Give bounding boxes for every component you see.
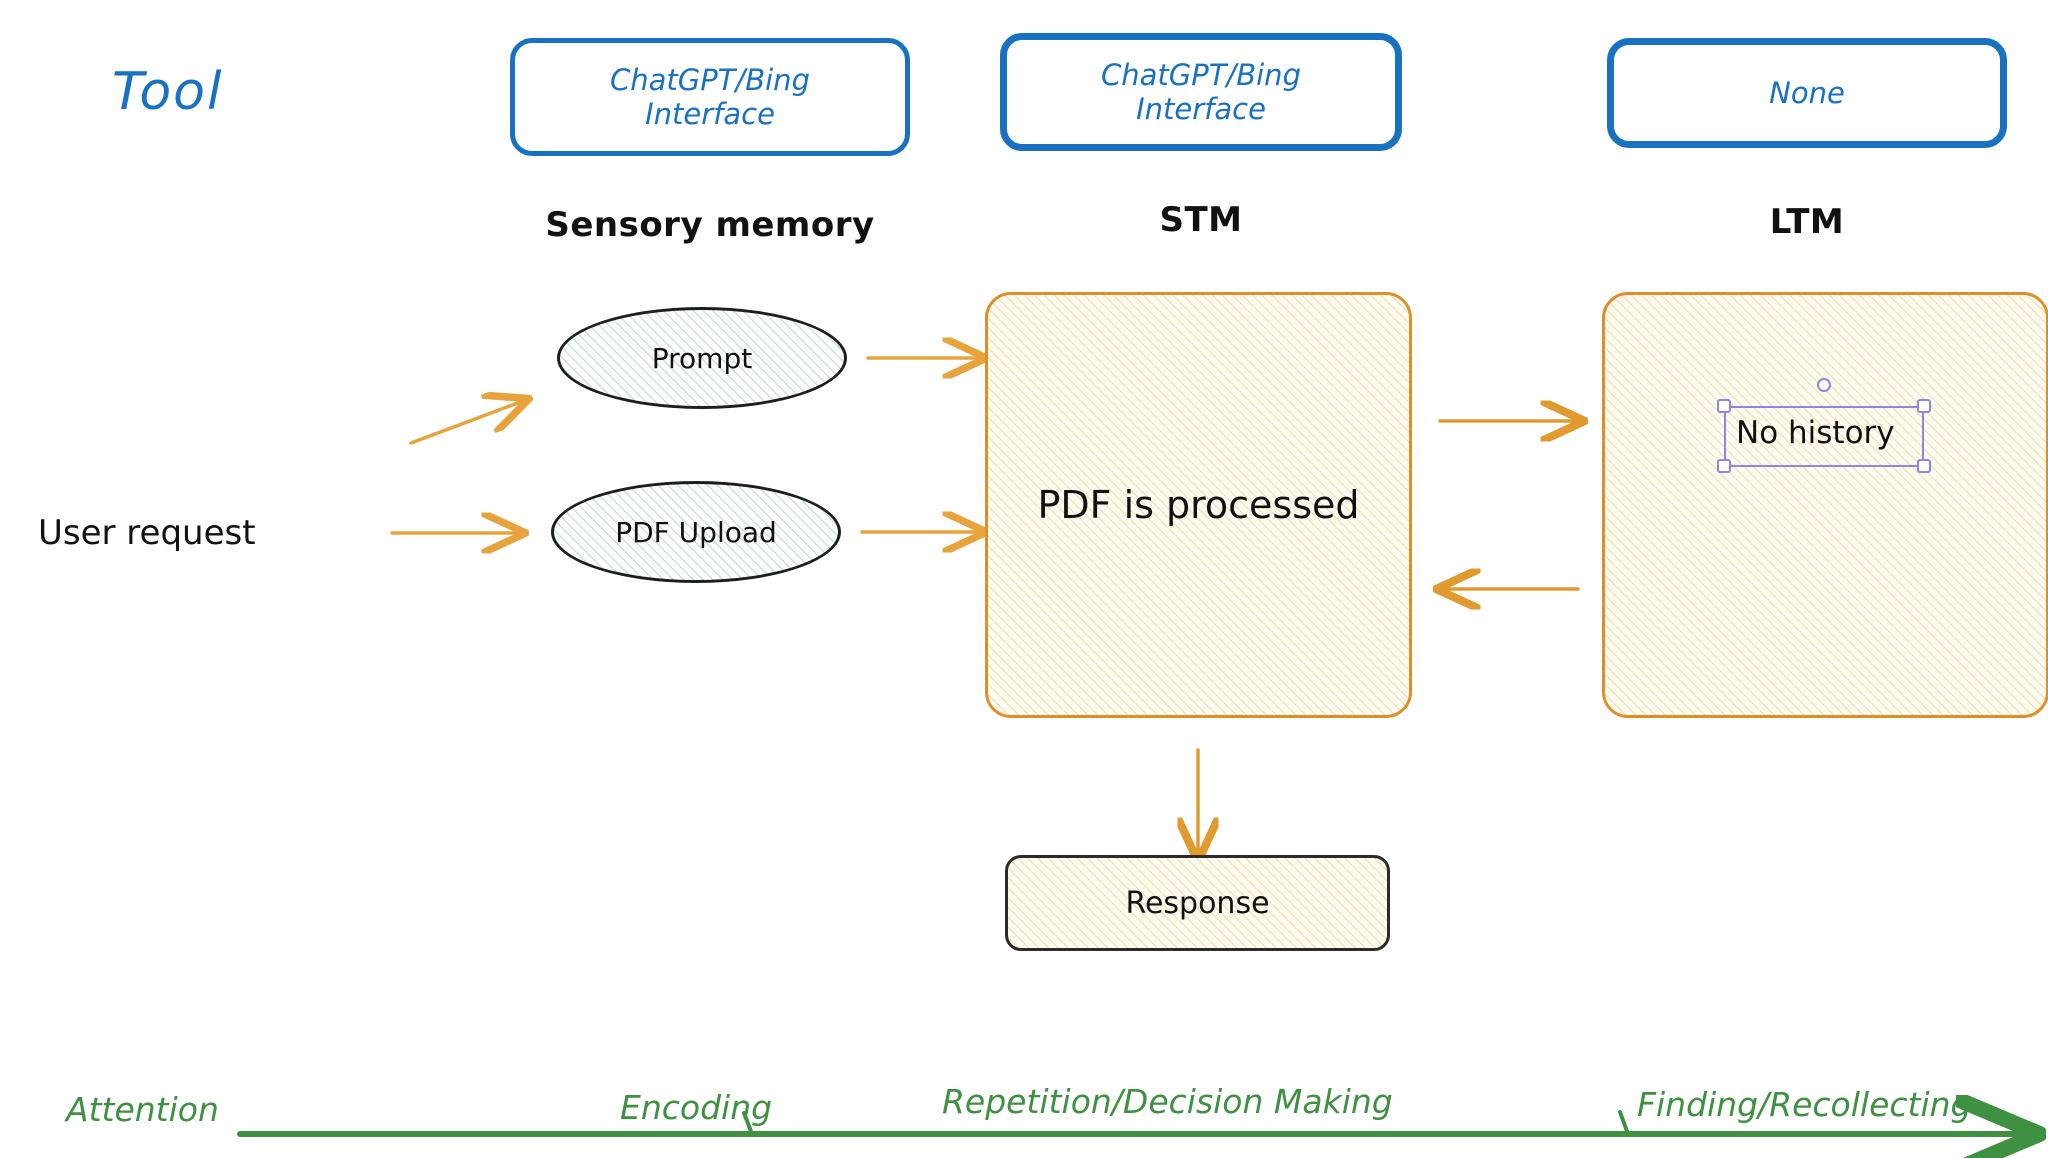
response-box[interactable]: Response: [1005, 855, 1390, 951]
process-label-encoding: Encoding: [620, 1088, 773, 1127]
response-box-label: Response: [1125, 885, 1270, 921]
row-label-tool: Tool: [112, 62, 224, 122]
resize-handle-top-left[interactable]: [1717, 399, 1731, 413]
tool-box-stm-label: ChatGPT/Bing Interface: [1101, 57, 1301, 126]
stage-label-ltm: LTM: [1769, 202, 1845, 242]
node-pdf-upload[interactable]: PDF Upload: [551, 481, 841, 583]
tool-box-ltm-label: None: [1769, 75, 1845, 110]
input-label-user-request: User request: [38, 513, 256, 553]
process-label-repetition-decision-making: Repetition/Decision Making: [942, 1082, 1393, 1121]
tool-box-sensory[interactable]: ChatGPT/Bing Interface: [510, 38, 910, 156]
ltm-selected-text[interactable]: No history: [1736, 415, 1895, 451]
node-pdf-upload-label: PDF Upload: [615, 515, 777, 549]
stm-memory-box-label: PDF is processed: [1037, 483, 1360, 527]
tool-box-ltm[interactable]: None: [1607, 38, 2007, 148]
node-prompt-label: Prompt: [651, 341, 753, 375]
tool-box-sensory-label: ChatGPT/Bing Interface: [610, 62, 810, 131]
resize-handle-bottom-right[interactable]: [1917, 459, 1931, 473]
ltm-selection-group[interactable]: No history: [1717, 378, 1931, 485]
ltm-memory-box[interactable]: [1602, 292, 2048, 718]
stage-label-sensory-memory: Sensory memory: [545, 205, 875, 245]
node-prompt[interactable]: Prompt: [557, 307, 847, 409]
rotation-handle-icon[interactable]: [1817, 378, 1831, 392]
stage-label-stm: STM: [1159, 200, 1243, 240]
arrow-user-to-prompt: [409, 401, 523, 445]
stm-memory-box[interactable]: PDF is processed: [985, 292, 1412, 718]
process-label-finding-recollecting: Finding/Recollecting: [1637, 1085, 1972, 1124]
resize-handle-bottom-left[interactable]: [1717, 459, 1731, 473]
resize-handle-top-right[interactable]: [1917, 399, 1931, 413]
tool-box-stm[interactable]: ChatGPT/Bing Interface: [1000, 33, 1402, 151]
process-label-attention: Attention: [66, 1090, 219, 1129]
selection-bounding-box: [1724, 406, 1924, 467]
